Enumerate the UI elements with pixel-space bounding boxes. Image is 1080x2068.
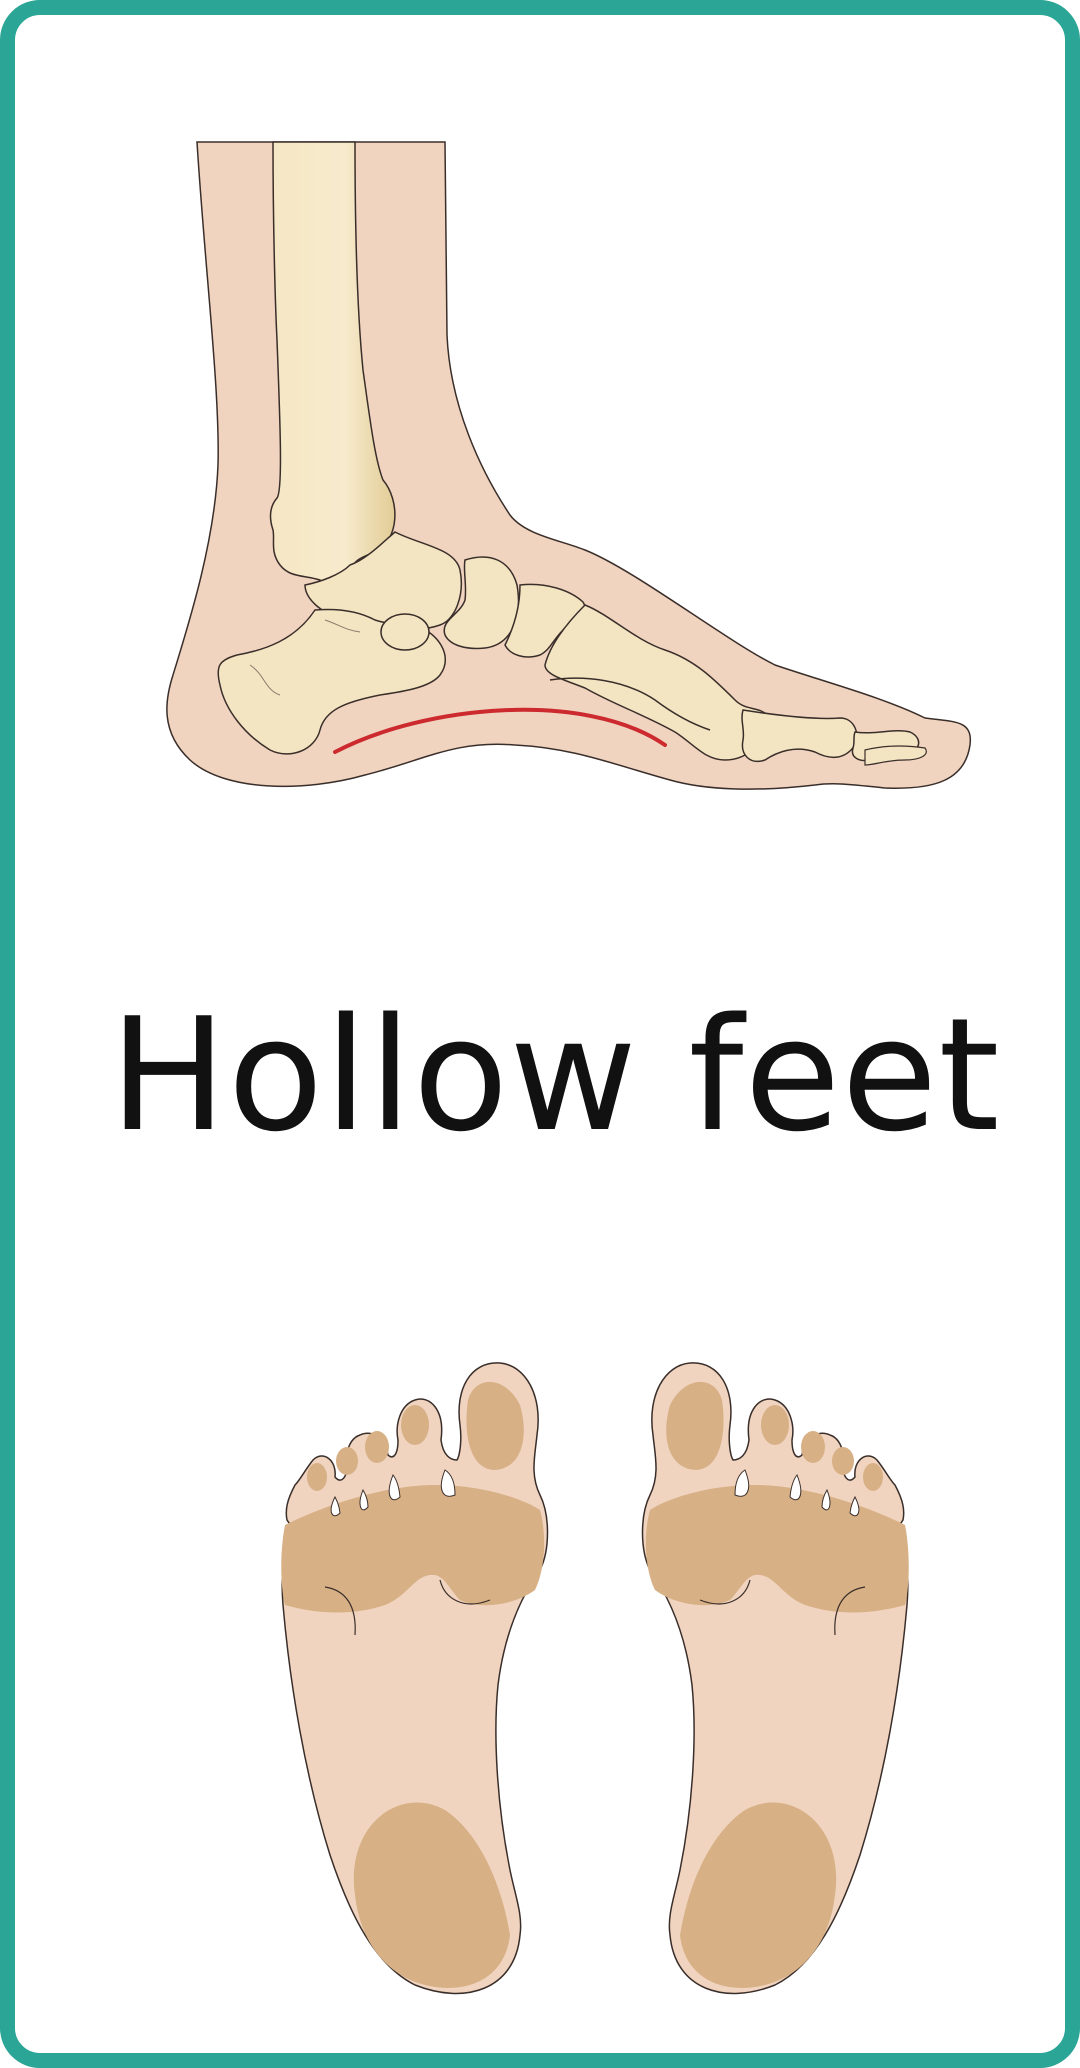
right-toe-pad — [832, 1447, 854, 1475]
right-heel-pad — [680, 1802, 837, 1988]
left-toe-pad — [336, 1447, 358, 1475]
right-toe-pad — [801, 1431, 825, 1463]
right-big-toe-pad — [666, 1381, 724, 1470]
arch-indicator-line — [333, 707, 667, 754]
page-title: Hollow feet — [109, 984, 1001, 1166]
right-foot-sole — [641, 1362, 909, 1995]
left-toe-pad — [307, 1463, 327, 1491]
right-toe-pad — [761, 1405, 789, 1445]
left-heel-pad — [353, 1802, 510, 1988]
metatarsal-bone — [544, 604, 771, 761]
tibia-bone — [269, 141, 396, 588]
left-toe-pad — [401, 1405, 429, 1445]
left-toe-pad — [365, 1431, 389, 1463]
left-ball-pad — [281, 1485, 545, 1613]
side-view-foot-illustration — [166, 141, 971, 790]
right-toe-pad — [863, 1463, 883, 1491]
navicular-bone — [443, 556, 520, 650]
proximal-phalanx — [741, 709, 858, 762]
left-foot-sole — [281, 1362, 549, 1995]
foot-soles-illustration — [281, 1362, 909, 1995]
cuneiform-bone — [504, 583, 586, 658]
right-ball-pad — [645, 1485, 909, 1613]
left-big-toe-pad — [466, 1381, 524, 1470]
